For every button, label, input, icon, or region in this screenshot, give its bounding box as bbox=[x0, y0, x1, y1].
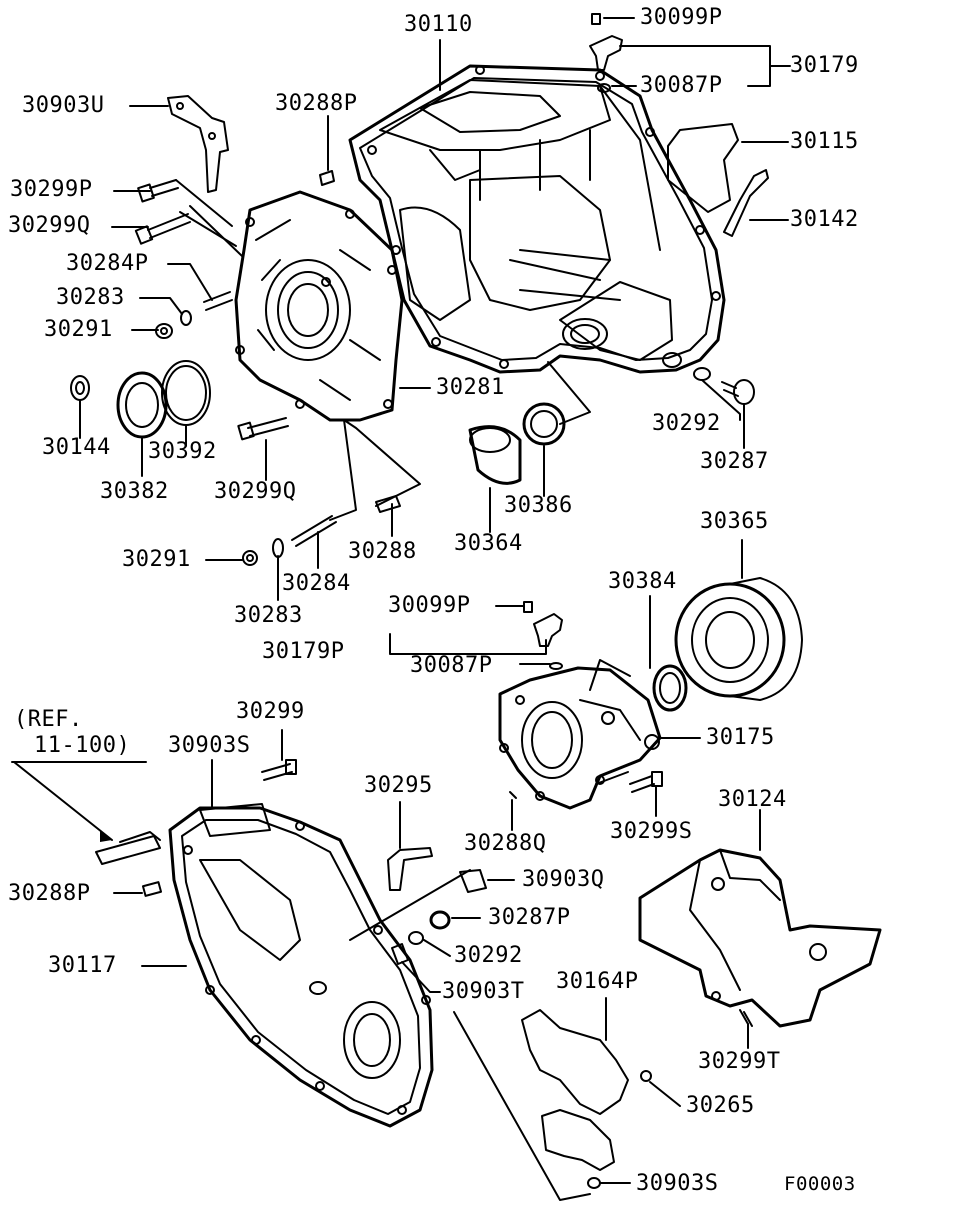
sensor-mid bbox=[524, 602, 562, 669]
label-30099p-mid: 30099P bbox=[388, 593, 471, 618]
label-30299p: 30299P bbox=[10, 177, 93, 202]
plug-30287P bbox=[392, 912, 449, 964]
misc-bottom-left bbox=[96, 760, 296, 896]
label-30288p-top: 30288P bbox=[275, 91, 358, 116]
label-30283-mid: 30283 bbox=[234, 603, 303, 628]
label-30288q: 30288Q bbox=[464, 831, 547, 856]
label-30299: 30299 bbox=[236, 699, 305, 724]
label-30164p: 30164P bbox=[556, 969, 639, 994]
label-30382: 30382 bbox=[100, 479, 169, 504]
label-30087p-mid: 30087P bbox=[410, 653, 493, 678]
label-30392: 30392 bbox=[148, 439, 217, 464]
bracket-30164P bbox=[522, 1010, 651, 1114]
bracket-30903S-bottom bbox=[542, 1110, 614, 1188]
label-30291-mid: 30291 bbox=[122, 547, 191, 572]
label-30386: 30386 bbox=[504, 493, 573, 518]
label-30903s-bottom: 30903S bbox=[636, 1171, 719, 1196]
label-30299t: 30299T bbox=[698, 1049, 781, 1074]
bolt-30299S bbox=[510, 772, 662, 798]
bearing-30365 bbox=[676, 578, 802, 700]
label-30291-left: 30291 bbox=[44, 317, 113, 342]
label-30903q: 30903Q bbox=[522, 867, 605, 892]
label-30903s-top: 30903S bbox=[168, 733, 251, 758]
bolts-left bbox=[136, 171, 400, 565]
label-30284: 30284 bbox=[282, 571, 351, 596]
bracket-30124 bbox=[640, 850, 880, 1026]
front-cover bbox=[170, 804, 432, 1126]
label-30364: 30364 bbox=[454, 531, 523, 556]
label-30299s: 30299S bbox=[610, 819, 693, 844]
label-ref-2: 11-100) bbox=[34, 733, 131, 758]
transmission-case bbox=[350, 66, 724, 372]
label-30288p-bottom: 30288P bbox=[8, 881, 91, 906]
ref-arrow-icon bbox=[100, 830, 112, 842]
label-30284p: 30284P bbox=[66, 251, 149, 276]
label-30288-mid: 30288 bbox=[348, 539, 417, 564]
label-30281: 30281 bbox=[436, 375, 505, 400]
label-30299q-bottom: 30299Q bbox=[214, 479, 297, 504]
label-30903t: 30903T bbox=[442, 979, 525, 1004]
transfer-housing bbox=[500, 660, 660, 808]
label-30179: 30179 bbox=[790, 53, 859, 78]
leader-lines bbox=[12, 18, 790, 1200]
label-30087p-top: 30087P bbox=[640, 73, 723, 98]
label-30292-bottom: 30292 bbox=[454, 943, 523, 968]
label-30295: 30295 bbox=[364, 773, 433, 798]
label-30283-left: 30283 bbox=[56, 285, 125, 310]
bracket-30903Q bbox=[460, 870, 486, 892]
label-30292-right: 30292 bbox=[652, 411, 721, 436]
label-30115: 30115 bbox=[790, 129, 859, 154]
label-ref-1: (REF. bbox=[14, 707, 83, 732]
pipe-30295 bbox=[388, 848, 432, 890]
label-30144: 30144 bbox=[42, 435, 111, 460]
label-30099p-top: 30099P bbox=[640, 5, 723, 30]
label-30124: 30124 bbox=[718, 787, 787, 812]
label-30142: 30142 bbox=[790, 207, 859, 232]
plate-30115 bbox=[668, 124, 768, 236]
label-30179p: 30179P bbox=[262, 639, 345, 664]
label-30265: 30265 bbox=[686, 1093, 755, 1118]
seal-30384 bbox=[654, 666, 686, 710]
label-30384: 30384 bbox=[608, 569, 677, 594]
label-f00003: F00003 bbox=[784, 1173, 856, 1195]
label-30903u: 30903U bbox=[22, 93, 105, 118]
bracket-30903U bbox=[168, 96, 228, 192]
label-30110: 30110 bbox=[404, 12, 473, 37]
label-30287p: 30287P bbox=[488, 905, 571, 930]
front-plate bbox=[236, 192, 402, 420]
bearing-30364 bbox=[470, 404, 564, 483]
label-30117: 30117 bbox=[48, 953, 117, 978]
label-30175: 30175 bbox=[706, 725, 775, 750]
label-30287: 30287 bbox=[700, 449, 769, 474]
label-30299q-left: 30299Q bbox=[8, 213, 91, 238]
label-30365: 30365 bbox=[700, 509, 769, 534]
